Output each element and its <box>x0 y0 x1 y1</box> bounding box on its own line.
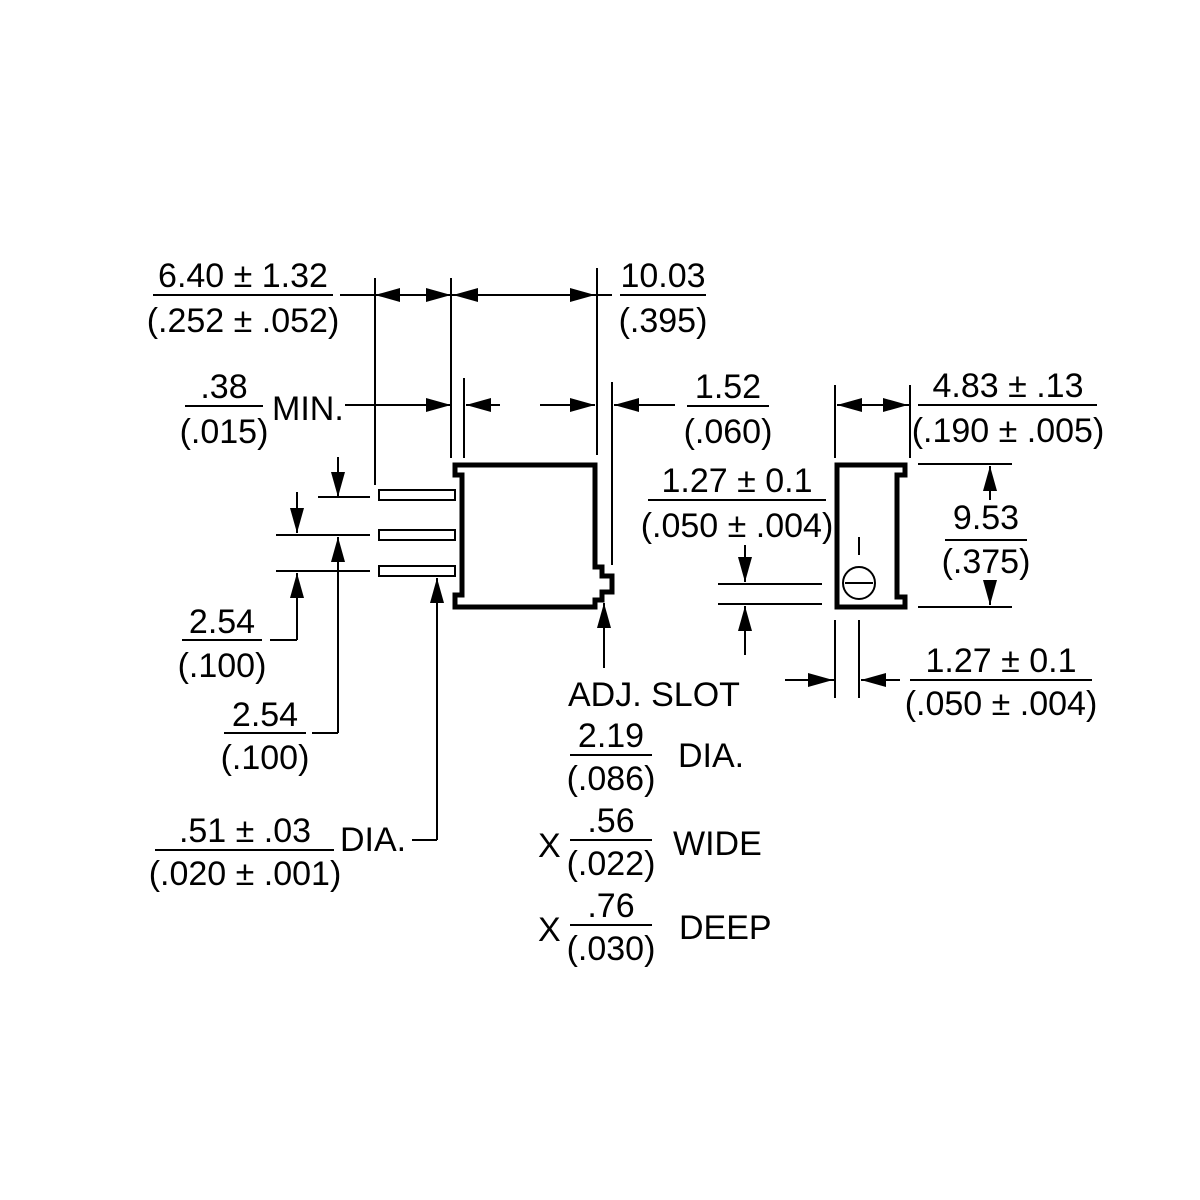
end-view-body <box>834 462 908 610</box>
dim-prefix-text: X <box>538 911 561 949</box>
dim-overall-offset: 6.40 ± 1.32 (.252 ± .052) <box>147 257 340 340</box>
dim-body-length: 10.03 (.395) <box>619 257 708 340</box>
pins <box>378 489 456 577</box>
dim-inch-text: (.395) <box>619 302 708 340</box>
dim-inch-text: (.375) <box>942 543 1031 581</box>
dim-inch-text: (.050 ± .004) <box>905 685 1098 723</box>
dim-suffix-text: DEEP <box>679 909 772 947</box>
dimension-lines <box>270 288 997 841</box>
dim-mm-text: 2.54 <box>232 696 298 734</box>
dim-prefix-text: X <box>538 827 561 865</box>
dim-pin-pitch-1: 2.54 (.100) <box>178 603 267 685</box>
dim-mm-text: 10.03 <box>620 257 705 295</box>
fraction-bars <box>153 294 1097 926</box>
dim-slot-deep: X .76 (.030) DEEP <box>538 887 772 968</box>
dim-suffix-text: WIDE <box>673 825 762 863</box>
dim-standoff: .38 (.015) MIN. <box>180 368 344 451</box>
dim-inch-text: (.030) <box>567 930 656 968</box>
dim-mm-text: .51 ± .03 <box>179 812 311 850</box>
dim-mm-text: 1.27 ± 0.1 <box>662 462 813 500</box>
dim-inch-text: (.060) <box>684 413 773 451</box>
dim-slot-offset: 1.52 (.060) <box>684 368 773 451</box>
dim-pin-pitch-2: 2.54 (.100) <box>221 696 310 777</box>
dim-mm-text: 1.52 <box>695 368 761 406</box>
dim-mm-text: .38 <box>200 368 247 406</box>
dim-body-height: 9.53 (.375) <box>942 499 1031 581</box>
dim-mm-text: 9.53 <box>953 499 1019 537</box>
dim-mm-text: 2.19 <box>578 717 644 755</box>
dim-suffix-text: MIN. <box>272 390 344 428</box>
dim-inch-text: (.190 ± .005) <box>912 412 1105 450</box>
dim-slot-height: 1.27 ± 0.1 (.050 ± .004) <box>641 462 834 545</box>
dim-inch-text: (.100) <box>221 739 310 777</box>
dim-rotor-offset: 1.27 ± 0.1 (.050 ± .004) <box>905 642 1098 723</box>
dim-inch-text: (.252 ± .052) <box>147 302 340 340</box>
dim-mm-text: .56 <box>587 802 634 840</box>
extension-lines <box>276 268 1012 698</box>
dim-inch-text: (.050 ± .004) <box>641 507 834 545</box>
dim-pin-dia: .51 ± .03 (.020 ± .001) DIA. <box>149 812 406 893</box>
side-view-body <box>452 462 615 610</box>
dim-inch-text: (.100) <box>178 647 267 685</box>
dim-mm-text: 2.54 <box>189 603 255 641</box>
adj-slot-label: ADJ. SLOT <box>568 676 740 714</box>
dim-mm-text: 6.40 ± 1.32 <box>158 257 328 295</box>
dim-body-width: 4.83 ± .13 (.190 ± .005) <box>912 367 1105 450</box>
dim-slot-wide: X .56 (.022) WIDE <box>538 802 762 883</box>
dim-inch-text: (.022) <box>567 845 656 883</box>
dim-suffix-text: DIA. <box>340 821 406 859</box>
dim-slot-dia: 2.19 (.086) DIA. <box>567 717 745 798</box>
dim-mm-text: 1.27 ± 0.1 <box>926 642 1077 680</box>
dim-inch-text: (.086) <box>567 760 656 798</box>
dim-mm-text: .76 <box>587 887 634 925</box>
dim-mm-text: 4.83 ± .13 <box>933 367 1084 405</box>
dim-inch-text: (.020 ± .001) <box>149 855 342 893</box>
dim-suffix-text: DIA. <box>678 737 744 775</box>
dim-inch-text: (.015) <box>180 413 269 451</box>
